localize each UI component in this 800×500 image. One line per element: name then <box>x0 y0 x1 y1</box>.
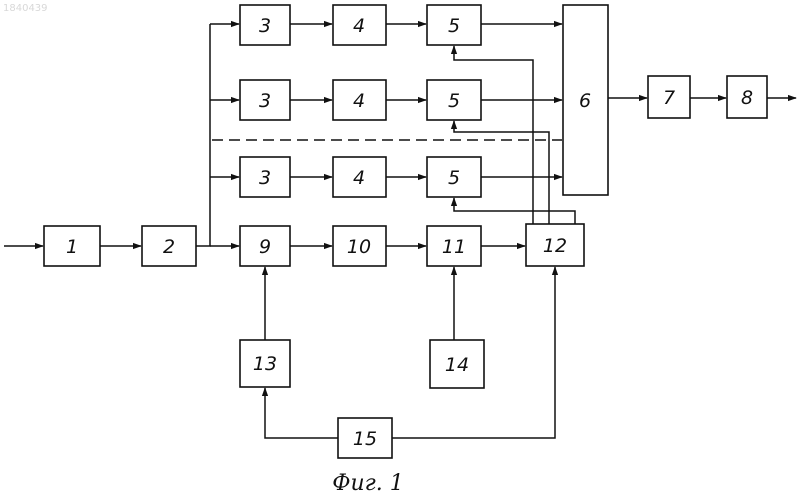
block-1: 1 <box>44 226 100 266</box>
block-4-row3-label: 4 <box>353 167 365 189</box>
block-5-row1-label: 5 <box>448 15 460 37</box>
block-14-label: 14 <box>445 354 469 376</box>
block-6-label: 6 <box>579 90 591 112</box>
document-number: 1840439 <box>3 3 48 14</box>
feedback-12-to-5-row3 <box>454 198 575 224</box>
block-5-row3-label: 5 <box>448 167 460 189</box>
block-2-label: 2 <box>163 236 175 258</box>
block-13: 13 <box>240 340 290 387</box>
block-13-label: 13 <box>253 353 277 375</box>
block-15-label: 15 <box>353 428 377 450</box>
block-4-row2: 4 <box>333 80 386 120</box>
block-8-label: 8 <box>741 87 753 109</box>
block-5-row2-label: 5 <box>448 90 460 112</box>
block-4-row1-label: 4 <box>353 15 365 37</box>
block-12-label: 12 <box>543 235 567 257</box>
link-15-13 <box>265 388 338 438</box>
link-2-bus <box>196 24 210 246</box>
block-15: 15 <box>338 418 392 458</box>
block-5-row2: 5 <box>427 80 481 120</box>
block-4-row2-label: 4 <box>353 90 365 112</box>
block-2: 2 <box>142 226 196 266</box>
block-6: 6 <box>563 5 608 195</box>
block-5-row1: 5 <box>427 5 481 45</box>
block-3-row1: 3 <box>240 5 290 45</box>
block-11-label: 11 <box>442 236 466 258</box>
block-3-row1-label: 3 <box>259 15 271 37</box>
block-1-label: 1 <box>66 236 78 258</box>
block-10: 10 <box>333 226 386 266</box>
block-4-row3: 4 <box>333 157 386 197</box>
figure-caption: Фиг. 1 <box>332 471 404 496</box>
block-9-label: 9 <box>259 236 271 258</box>
block-10-label: 10 <box>347 236 371 258</box>
block-3-row2: 3 <box>240 80 290 120</box>
block-11: 11 <box>427 226 481 266</box>
block-3-row3: 3 <box>240 157 290 197</box>
block-7: 7 <box>648 76 690 118</box>
block-8: 8 <box>727 76 767 118</box>
block-3-row3-label: 3 <box>259 167 271 189</box>
block-9: 9 <box>240 226 290 266</box>
block-12: 12 <box>526 224 584 266</box>
block-3-row2-label: 3 <box>259 90 271 112</box>
block-7-label: 7 <box>663 87 675 109</box>
block-5-row3: 5 <box>427 157 481 197</box>
block-4-row1: 4 <box>333 5 386 45</box>
block-14: 14 <box>430 340 484 388</box>
